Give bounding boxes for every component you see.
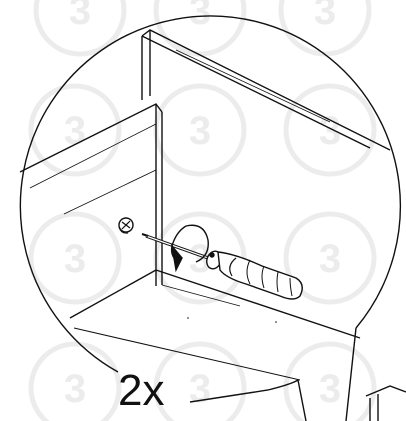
watermark-digit: 3: [69, 0, 91, 33]
watermark-digit: 3: [64, 237, 86, 281]
quantity-label: 2x: [118, 366, 165, 415]
screw-icon: [118, 217, 134, 234]
callout-tail: [345, 327, 357, 421]
right-panel: [365, 385, 406, 421]
callout-circle: [19, 15, 402, 373]
watermark-digit: 3: [189, 367, 211, 411]
bottom-panel: [69, 269, 361, 381]
watermark-digit: 3: [64, 109, 86, 153]
watermark-digit: 3: [319, 237, 341, 281]
back-panel: [141, 29, 391, 151]
screwdriver-icon: [141, 233, 303, 300]
watermark-digit: 3: [319, 367, 341, 411]
watermark-digit: 3: [64, 367, 86, 411]
watermark-digit: 3: [314, 0, 336, 33]
watermark-digits: 3 3 3 3 3 3 3 3 3 3 3 3: [64, 0, 341, 411]
watermark-digit: 3: [319, 109, 341, 153]
side-panel: [19, 103, 163, 286]
watermark-digit: 3: [189, 109, 211, 153]
detail-dots: [187, 317, 277, 323]
clockwise-arrow-icon: [170, 224, 209, 273]
watermark-digit: 3: [189, 237, 211, 281]
